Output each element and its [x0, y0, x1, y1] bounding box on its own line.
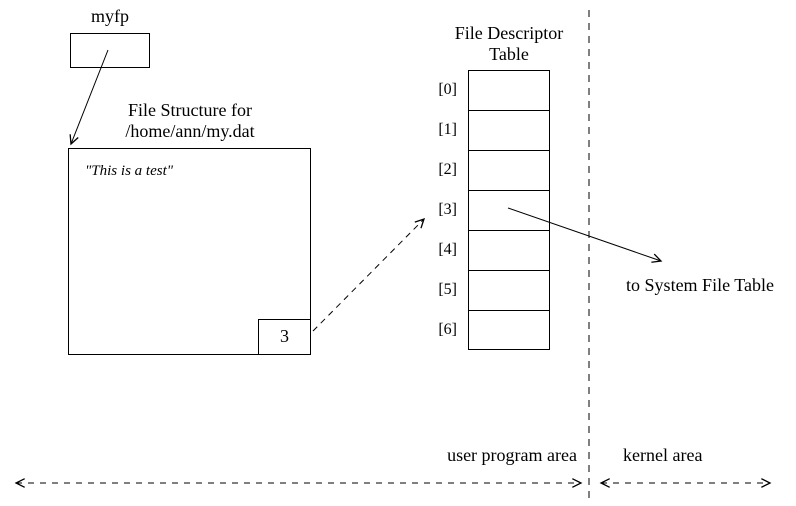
- fd-table-cell-4: [469, 231, 549, 271]
- myfp-label: myfp: [91, 6, 129, 26]
- fd-table-title-line2: Table: [489, 44, 529, 64]
- fd-index-2: [2]: [438, 161, 457, 178]
- fd-table-cell-0: [469, 71, 549, 111]
- file-structure-title: File Structure for /home/ann/my.dat: [90, 100, 290, 142]
- descriptor-to-table-dashed-arrow: [312, 217, 426, 332]
- fd-table-cell-6: [469, 311, 549, 351]
- fd-index-0: [0]: [438, 81, 457, 98]
- fd-table-cell-1: [469, 111, 549, 151]
- fd-table-title-line1: File Descriptor: [454, 23, 564, 43]
- fd-index-1: [1]: [438, 121, 457, 138]
- user-program-area-label: user program area: [447, 445, 577, 465]
- fd-table-cell-5: [469, 271, 549, 311]
- fd-index-3: [3]: [438, 201, 457, 218]
- fd-index-5: [5]: [438, 281, 457, 298]
- file-structure-title-line1: File Structure for: [128, 100, 252, 120]
- myfp-pointer-box: [70, 33, 150, 68]
- file-structure-box: [68, 148, 311, 355]
- fd-index-4: [4]: [438, 241, 457, 258]
- fd-table: [468, 70, 550, 350]
- file-content-text: "This is a test": [85, 163, 174, 179]
- fd-index-6: [6]: [438, 321, 457, 338]
- fd-table-title: File Descriptor Table: [429, 23, 589, 65]
- system-file-table-label: to System File Table: [626, 275, 774, 295]
- fd-table-cell-2: [469, 151, 549, 191]
- kernel-area-label: kernel area: [623, 445, 703, 465]
- file-structure-title-line2: /home/ann/my.dat: [125, 121, 255, 141]
- fd-table-cell-3: [469, 191, 549, 231]
- descriptor-value-box: 3: [258, 319, 311, 355]
